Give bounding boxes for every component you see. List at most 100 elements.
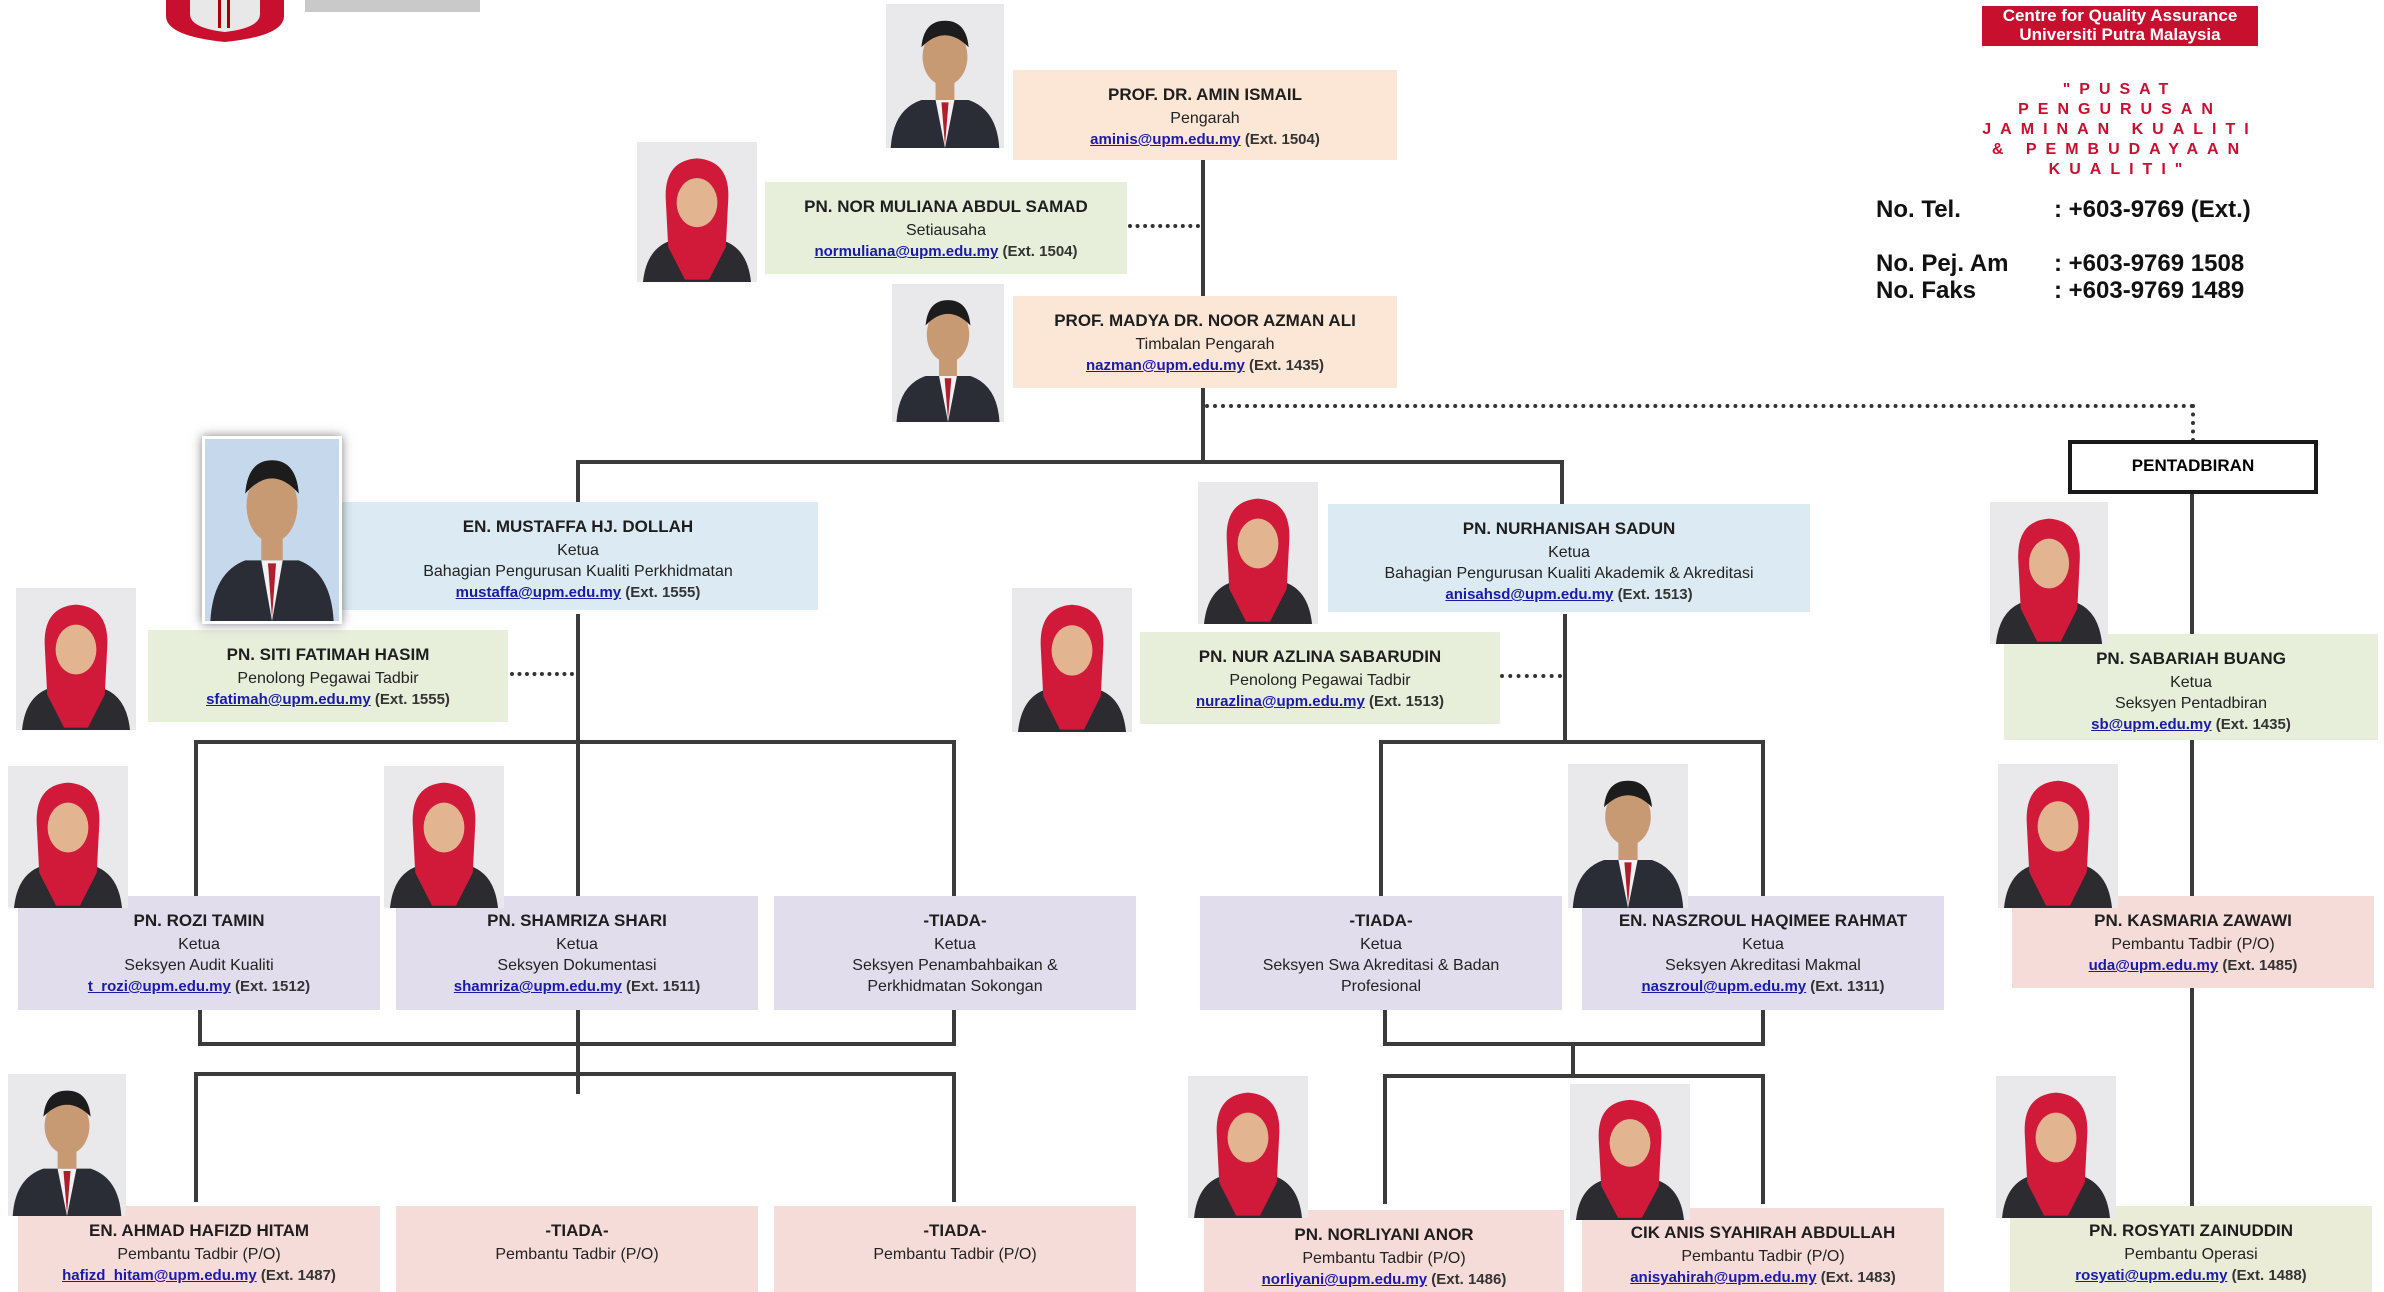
photo-rosyati <box>1996 1076 2116 1218</box>
photo-mustaffa <box>202 436 342 624</box>
extension: (Ext. 1486) <box>1431 1271 1507 1288</box>
person-section: Bahagian Pengurusan Kualiti Perkhidmatan <box>423 563 733 580</box>
extension: (Ext. 1555) <box>374 691 450 708</box>
email-link[interactable]: rosyati@upm.edu.my <box>2075 1267 2228 1284</box>
photo-secretary <box>637 142 757 282</box>
email-link[interactable]: nazman@upm.edu.my <box>1085 357 1245 374</box>
email-link[interactable]: sfatimah@upm.edu.my <box>206 691 371 708</box>
contact-office: No. Pej. Am : +603-9769 1508 <box>1876 250 2346 277</box>
person-name: PROF. MADYA DR. NOOR AZMAN ALI <box>1054 311 1356 330</box>
email-link[interactable]: anisahsd@upm.edu.my <box>1445 586 1614 603</box>
person-role: Ketua <box>1360 936 1402 953</box>
card-kasmaria: PN. KASMARIA ZAWAWI Pembantu Tadbir (P/O… <box>2012 896 2374 988</box>
contact-office-label: No. Pej. Am <box>1876 250 2009 277</box>
person-role: Pengarah <box>1170 110 1240 127</box>
contact-tel-value: : +603-9769 (Ext.) <box>2054 196 2251 223</box>
person-role: Pembantu Operasi <box>2124 1246 2258 1263</box>
extension: (Ext. 1504) <box>1002 243 1078 260</box>
upm-logo-partial <box>160 0 290 42</box>
card-azlina: PN. NUR AZLINA SABARUDIN Penolong Pegawa… <box>1140 632 1500 724</box>
photo-naszroul <box>1568 764 1688 908</box>
contact-office-value: : +603-9769 1508 <box>2054 250 2245 277</box>
extension: (Ext. 1435) <box>1248 357 1325 374</box>
person-role: Pembantu Tadbir (P/O) <box>1681 1248 1845 1265</box>
card-tiada-ketua-1: -TIADA- Ketua Seksyen Penambahbaikan & P… <box>774 896 1136 1010</box>
email-link[interactable]: naszroul@upm.edu.my <box>1641 978 1807 995</box>
photo-syahirah <box>1570 1084 1690 1220</box>
person-name: PN. NORLIYANI ANOR <box>1294 1225 1474 1244</box>
person-role: Pembantu Tadbir (P/O) <box>117 1246 281 1263</box>
person-name: EN. NASZROUL HAQIMEE RAHMAT <box>1618 911 1908 930</box>
photo-nurhanisah <box>1198 482 1318 624</box>
email-link[interactable]: nurazlina@upm.edu.my <box>1195 693 1365 710</box>
person-role: Pembantu Tadbir (P/O) <box>495 1246 659 1263</box>
card-syahirah: CIK ANIS SYAHIRAH ABDULLAH Pembantu Tadb… <box>1582 1208 1944 1292</box>
extension: (Ext. 1513) <box>1617 586 1693 603</box>
person-section: Seksyen Audit Kualiti <box>124 957 274 974</box>
person-section: Seksyen Dokumentasi <box>497 957 657 974</box>
photo-sabariah <box>1990 502 2108 644</box>
email-link[interactable]: t_rozi@upm.edu.my <box>87 978 231 995</box>
extension: (Ext. 1511) <box>625 978 701 995</box>
person-name: -TIADA- <box>923 911 987 930</box>
photo-norliyani <box>1188 1076 1308 1218</box>
person-role: Pembantu Tadbir (P/O) <box>873 1246 1037 1263</box>
card-tiada-ketua-2: -TIADA- Ketua Seksyen Swa Akreditasi & B… <box>1200 896 1562 1010</box>
person-name: EN. AHMAD HAFIZD HITAM <box>88 1221 310 1240</box>
person-name: PN. SITI FATIMAH HASIM <box>226 645 430 664</box>
email-link[interactable]: hafizd_hitam@upm.edu.my <box>62 1267 257 1284</box>
person-role: Ketua <box>556 936 598 953</box>
person-role: Ketua <box>934 936 976 953</box>
contact-info: No. Tel.: +603-9769 (Ext.) No. Pej. Am : … <box>1876 196 2346 304</box>
person-name: PN. ROZI TAMIN <box>133 911 265 930</box>
person-name: -TIADA- <box>545 1221 609 1240</box>
photo-azlina <box>1012 588 1132 732</box>
card-rozi: PN. ROZI TAMIN Ketua Seksyen Audit Kuali… <box>18 896 380 1010</box>
centre-motto: "PUSAT PENGURUSAN JAMINAN KUALITI & PEMB… <box>1982 81 2258 178</box>
email-link[interactable]: mustaffa@upm.edu.my <box>455 584 622 601</box>
brand-line2: Universiti Putra Malaysia <box>2019 25 2221 44</box>
card-nurhanisah: PN. NURHANISAH SADUN Ketua Bahagian Peng… <box>1328 504 1810 612</box>
contact-fax-value: : +603-9769 1489 <box>2054 277 2245 304</box>
card-hafizd: EN. AHMAD HAFIZD HITAM Pembantu Tadbir (… <box>18 1206 380 1292</box>
extension: (Ext. 1485) <box>2222 957 2298 974</box>
card-tiada-pembantu-2: -TIADA- Pembantu Tadbir (P/O) <box>774 1206 1136 1292</box>
person-section: Seksyen Penambahbaikan & Perkhidmatan So… <box>852 957 1058 995</box>
email-link[interactable]: aminis@upm.edu.my <box>1090 131 1241 148</box>
extension: (Ext. 1311) <box>1810 978 1885 995</box>
person-name: PROF. DR. AMIN ISMAIL <box>1108 85 1302 104</box>
person-section: Seksyen Swa Akreditasi & Badan Profesion… <box>1262 957 1500 995</box>
person-name: PN. SABARIAH BUANG <box>2096 649 2286 668</box>
person-role: Penolong Pegawai Tadbir <box>1229 672 1411 689</box>
contact-fax: No. Faks: +603-9769 1489 <box>1876 277 2346 304</box>
email-link[interactable]: normuliana@upm.edu.my <box>814 243 999 260</box>
person-name: EN. MUSTAFFA HJ. DOLLAH <box>462 517 694 536</box>
photo-hafizd <box>8 1074 126 1216</box>
email-link[interactable]: anisyahirah@upm.edu.my <box>1630 1269 1817 1286</box>
person-section: Bahagian Pengurusan Kualiti Akademik & A… <box>1384 565 1754 582</box>
card-secretary: PN. NOR MULIANA ABDUL SAMAD Setiausaha n… <box>765 182 1127 274</box>
person-name: CIK ANIS SYAHIRAH ABDULLAH <box>1630 1223 1896 1242</box>
photo-deputy <box>892 284 1004 422</box>
photo-shamriza <box>384 766 504 908</box>
person-name: PN. NURHANISAH SADUN <box>1462 519 1676 538</box>
email-link[interactable]: sb@upm.edu.my <box>2091 716 2212 733</box>
person-role: Ketua <box>178 936 220 953</box>
person-role: Ketua <box>557 542 599 559</box>
photo-director <box>886 4 1004 148</box>
person-role: Ketua <box>2170 674 2212 691</box>
person-role: Ketua <box>1742 936 1784 953</box>
email-link[interactable]: uda@upm.edu.my <box>2088 957 2219 974</box>
email-link[interactable]: norliyani@upm.edu.my <box>1261 1271 1428 1288</box>
contact-tel: No. Tel.: +603-9769 (Ext.) <box>1876 196 2346 223</box>
extension: (Ext. 1555) <box>625 584 701 601</box>
email-link[interactable]: shamriza@upm.edu.my <box>453 978 622 995</box>
upm-motto-small-logo <box>305 0 480 12</box>
card-deputy: PROF. MADYA DR. NOOR AZMAN ALI Timbalan … <box>1013 296 1397 388</box>
card-mustaffa: EN. MUSTAFFA HJ. DOLLAH Ketua Bahagian P… <box>338 502 818 610</box>
photo-fatimah <box>16 588 136 730</box>
pentadbiran-label: PENTADBIRAN <box>2068 440 2318 494</box>
photo-rozi <box>8 766 128 908</box>
card-rosyati: PN. ROSYATI ZAINUDDIN Pembantu Operasi r… <box>2010 1206 2372 1292</box>
extension: (Ext. 1488) <box>2231 1267 2307 1284</box>
